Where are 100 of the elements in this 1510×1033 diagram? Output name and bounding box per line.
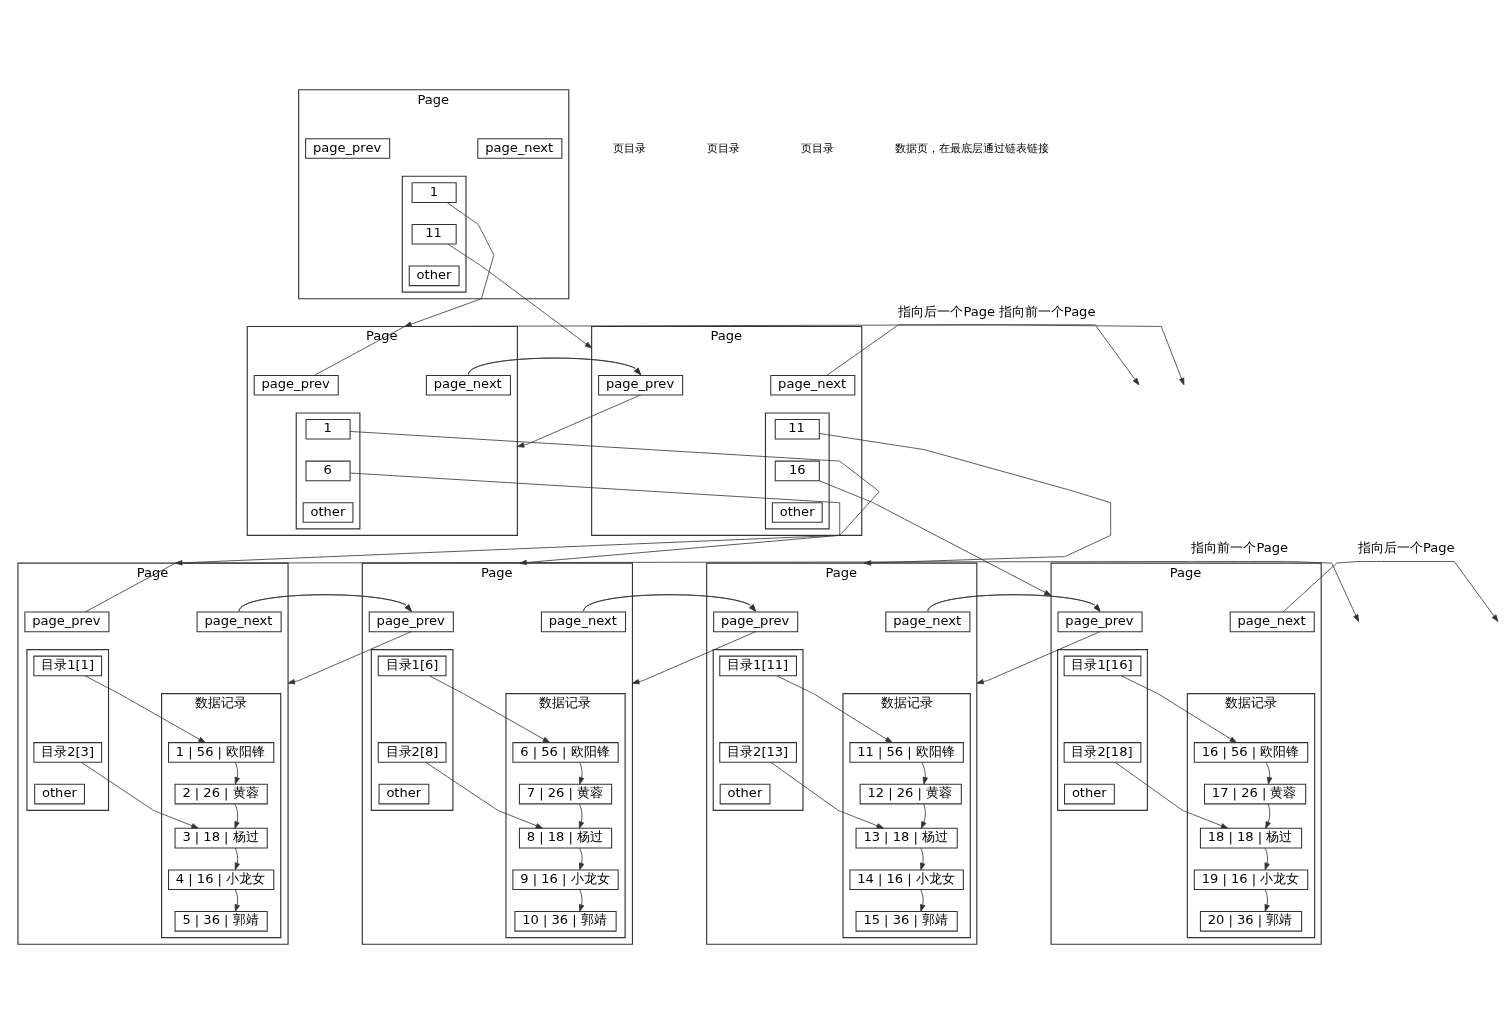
edge-label: 指向后一个Page	[898, 303, 996, 319]
node-box: 7 | 26 | 黄蓉	[518, 783, 613, 804]
arrow	[776, 674, 893, 743]
arrow	[1265, 761, 1273, 784]
node-box: 6 | 56 | 欧阳锋	[512, 741, 619, 763]
node-box: page_next	[196, 611, 282, 632]
arrow	[429, 674, 550, 743]
label: 数据页，在最底层通过链表链接	[895, 140, 1050, 155]
node-box: 2 | 26 | 黄蓉	[174, 783, 268, 804]
node-box: 5 | 36 | 郭靖	[174, 910, 268, 932]
cluster	[26, 648, 110, 811]
arrow	[425, 761, 543, 829]
node-box: 6	[305, 460, 351, 481]
arrow	[1265, 802, 1271, 829]
node-box: 3 | 18 | 杨过	[174, 827, 268, 848]
node-box: 11 | 56 | 欧阳锋	[849, 741, 964, 763]
node-box: 20 | 36 | 郭靖	[1199, 910, 1303, 932]
arrow	[826, 323, 1185, 385]
node-box: page_prev	[253, 374, 339, 396]
edge-label: 指向前一个Page	[998, 303, 1096, 319]
node-box: page_prev	[305, 137, 391, 159]
arrow	[579, 847, 585, 870]
node-box: 目录1[11]	[719, 655, 797, 676]
arrow	[234, 888, 240, 912]
edge-label: 指向后一个Page	[1357, 539, 1455, 555]
node-box: 目录1[6]	[377, 655, 447, 676]
node-box: page_next	[477, 137, 563, 159]
arrow	[632, 630, 757, 684]
node-box: page_next	[1229, 611, 1315, 632]
arrow	[920, 802, 927, 829]
node-box: 目录2[18]	[1063, 741, 1142, 763]
arrow	[81, 761, 199, 829]
label: 页目录	[613, 140, 647, 155]
cluster	[712, 648, 804, 811]
label: 页目录	[800, 140, 834, 155]
arrow	[920, 847, 926, 870]
arrow	[770, 761, 884, 829]
node-box: 目录1[16]	[1063, 655, 1142, 676]
node-box: other	[771, 501, 823, 523]
node-box: 18 | 18 | 杨过	[1199, 827, 1303, 848]
node-box: page_prev	[24, 611, 110, 632]
node-box: page_prev	[598, 374, 684, 396]
node-box: 目录2[3]	[33, 741, 103, 763]
node-box: 11	[774, 418, 820, 440]
node-box: page_prev	[713, 611, 799, 632]
node-box: other	[302, 501, 354, 523]
node-box: 15 | 36 | 郭靖	[855, 910, 958, 932]
node-box: page_prev	[368, 611, 454, 632]
cluster	[1057, 648, 1148, 811]
node-box: 14 | 16 | 小龙女	[849, 868, 964, 890]
node-box: other	[1064, 783, 1115, 804]
node-box: 4 | 16 | 小龙女	[168, 868, 275, 890]
arrow	[349, 472, 841, 565]
arrow	[976, 630, 1101, 684]
node-box: page_next	[770, 374, 856, 396]
arrow	[404, 201, 495, 327]
node-box: page_next	[540, 611, 627, 632]
cluster	[370, 648, 454, 811]
cluster	[401, 175, 467, 293]
arrow	[583, 593, 757, 612]
arrow	[920, 888, 926, 912]
node-box: other	[34, 783, 85, 804]
node-box: 目录2[13]	[719, 741, 797, 763]
arrow	[1114, 761, 1229, 829]
node-box: 13 | 18 | 杨过	[855, 827, 958, 848]
node-box: 目录1[1]	[33, 655, 103, 676]
arrow	[516, 394, 641, 448]
arrow	[1120, 674, 1237, 743]
node-box: 19 | 16 | 小龙女	[1193, 868, 1309, 890]
arrow	[287, 630, 412, 684]
node-box: other	[408, 265, 460, 286]
arrow	[234, 802, 240, 829]
arrow	[84, 674, 206, 743]
arrow	[238, 593, 412, 612]
edge-label: 指向前一个Page	[1191, 539, 1289, 555]
node-box: 1 | 56 | 欧阳锋	[168, 741, 275, 763]
arrow	[927, 593, 1101, 612]
node-box: page_next	[425, 374, 511, 396]
node-box: 1	[305, 418, 351, 440]
node-box: 11	[411, 223, 457, 245]
node-box: other	[378, 783, 430, 804]
node-box: 16	[774, 460, 820, 481]
cluster	[295, 411, 361, 529]
node-box: 目录2[8]	[377, 741, 447, 763]
arrow	[579, 888, 585, 912]
node-box: 17 | 26 | 黄蓉	[1203, 783, 1307, 804]
node-box: 12 | 26 | 黄蓉	[859, 783, 962, 804]
node-box: 10 | 36 | 郭靖	[514, 910, 617, 932]
arrow	[921, 761, 928, 784]
node-box: 9 | 16 | 小龙女	[512, 868, 619, 890]
node-box: 16 | 56 | 欧阳锋	[1193, 741, 1309, 763]
node-box: other	[719, 783, 771, 804]
arrow	[578, 802, 584, 829]
arrow	[468, 357, 641, 375]
arrow	[579, 761, 585, 784]
arrow	[1264, 847, 1270, 870]
arrow	[234, 847, 240, 870]
node-box: 1	[411, 181, 457, 203]
node-box: page_next	[885, 611, 971, 632]
arrow	[234, 761, 240, 784]
